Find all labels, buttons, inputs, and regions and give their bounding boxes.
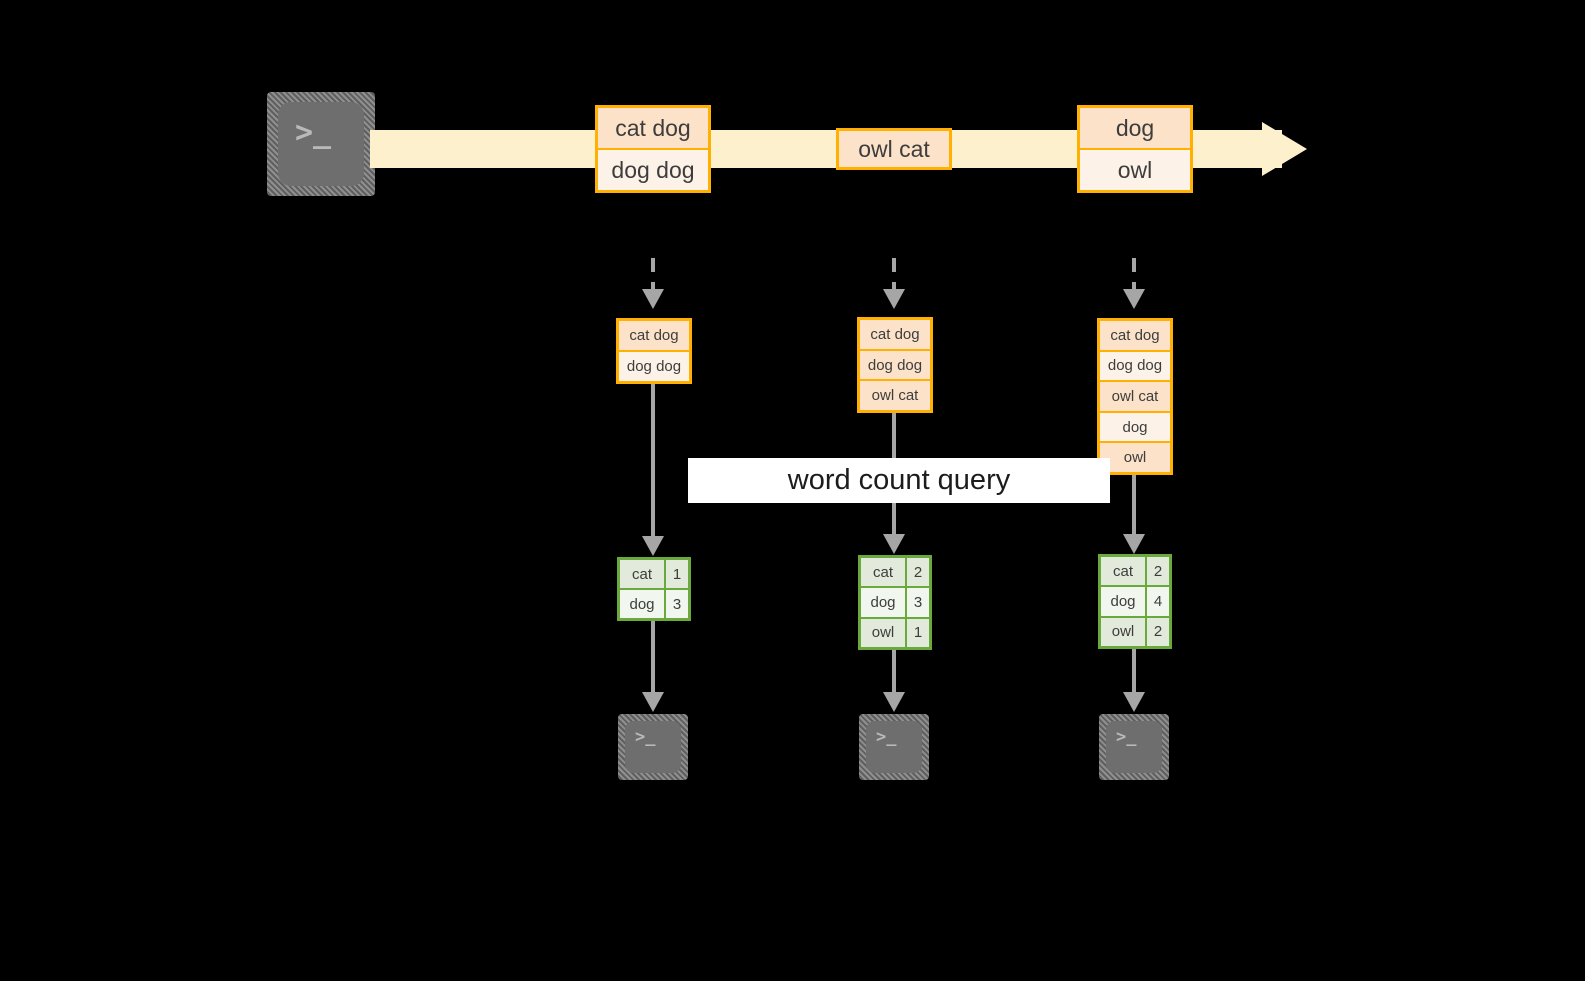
producer-terminal-icon: >_: [267, 92, 375, 196]
stream-batch-3: dog owl: [1077, 105, 1193, 193]
result-word: dog: [861, 588, 907, 617]
table-row: owl 2: [1101, 615, 1169, 646]
table-row: cat 1: [620, 560, 688, 588]
accumulated-line: dog: [1100, 410, 1170, 442]
result-word: owl: [861, 618, 907, 647]
result-count: 2: [1147, 617, 1169, 646]
accumulated-line: dog dog: [619, 350, 689, 381]
terminal-screen: [625, 721, 681, 773]
record-line: dog: [1080, 108, 1190, 148]
accumulated-line: owl: [1100, 441, 1170, 472]
output-arrow-head-3: [1123, 692, 1145, 712]
terminal-prompt-glyph: >_: [635, 727, 656, 747]
query-arrow-head-3: [1123, 534, 1145, 554]
terminal-prompt-glyph: >_: [876, 727, 897, 747]
accumulated-line: dog dog: [860, 348, 930, 380]
record-line: dog dog: [598, 148, 708, 190]
query-arrow-line-3: [1132, 475, 1136, 537]
query-arrow-head-2: [883, 534, 905, 554]
terminal-prompt-glyph: >_: [295, 115, 332, 150]
snapshot-arrow-line-2: [892, 258, 896, 290]
output-arrow-line-3: [1132, 649, 1136, 694]
result-count: 2: [907, 558, 929, 587]
accumulated-line: cat dog: [860, 320, 930, 349]
output-arrow-line-1: [651, 621, 655, 694]
result-table-3: cat 2 dog 4 owl 2: [1098, 554, 1172, 649]
result-count: 4: [1147, 587, 1169, 616]
result-word: owl: [1101, 617, 1147, 646]
record-line: cat dog: [598, 108, 708, 148]
accumulated-records-1: cat dog dog dog: [616, 318, 692, 384]
result-count: 3: [666, 590, 688, 618]
snapshot-arrow-line-3: [1132, 258, 1136, 290]
terminal-screen: [1106, 721, 1162, 773]
table-row: owl 1: [861, 616, 929, 647]
result-count: 1: [907, 618, 929, 647]
stream-batch-1: cat dog dog dog: [595, 105, 711, 193]
table-row: dog 3: [620, 588, 688, 618]
accumulated-line: owl cat: [1100, 380, 1170, 411]
accumulated-line: cat dog: [1100, 321, 1170, 350]
result-word: cat: [620, 560, 666, 588]
query-arrow-line-1: [651, 384, 655, 539]
table-row: dog 3: [861, 586, 929, 617]
snapshot-arrow-head-2: [883, 289, 905, 309]
terminal-prompt-glyph: >_: [1116, 727, 1137, 747]
result-count: 3: [907, 588, 929, 617]
result-count: 1: [666, 560, 688, 588]
result-table-2: cat 2 dog 3 owl 1: [858, 555, 932, 650]
accumulated-line: cat dog: [619, 321, 689, 350]
accumulated-line: owl cat: [860, 379, 930, 411]
output-arrow-head-1: [642, 692, 664, 712]
output-arrow-line-2: [892, 650, 896, 694]
consumer-terminal-icon-1: >_: [618, 714, 688, 780]
snapshot-arrow-head-1: [642, 289, 664, 309]
query-label: word count query: [787, 464, 1011, 496]
query-label-band: word count query: [688, 458, 1110, 503]
result-word: dog: [620, 590, 666, 618]
result-word: dog: [1101, 587, 1147, 616]
query-arrow-head-1: [642, 536, 664, 556]
stream-batch-2: owl cat: [836, 128, 952, 170]
result-count: 2: [1147, 557, 1169, 586]
accumulated-line: dog dog: [1100, 349, 1170, 381]
accumulated-records-3: cat dog dog dog owl cat dog owl: [1097, 318, 1173, 475]
result-word: cat: [1101, 557, 1147, 586]
output-arrow-head-2: [883, 692, 905, 712]
result-word: cat: [861, 558, 907, 587]
record-line: owl cat: [839, 131, 949, 167]
table-row: cat 2: [1101, 557, 1169, 586]
terminal-screen: [866, 721, 922, 773]
snapshot-arrow-line-1: [651, 258, 655, 290]
consumer-terminal-icon-2: >_: [859, 714, 929, 780]
snapshot-arrow-head-3: [1123, 289, 1145, 309]
table-row: cat 2: [861, 558, 929, 587]
result-table-1: cat 1 dog 3: [617, 557, 691, 621]
table-row: dog 4: [1101, 585, 1169, 616]
consumer-terminal-icon-3: >_: [1099, 714, 1169, 780]
stream-arrow-head: [1262, 122, 1307, 176]
record-line: owl: [1080, 148, 1190, 190]
accumulated-records-2: cat dog dog dog owl cat: [857, 317, 933, 413]
terminal-screen: [278, 102, 364, 186]
